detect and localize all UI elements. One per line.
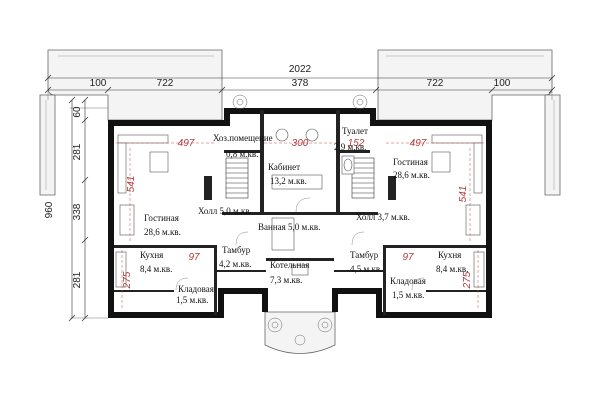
room-vestibule-right-area: 4,5 м.кв. (350, 264, 382, 274)
bathroom-fixtures (271, 155, 355, 251)
dim-right-end: 100 (494, 78, 511, 89)
dim-left-living-width: 497 (178, 138, 195, 149)
room-vestibule-left-area: 4,2 м.кв. (219, 259, 251, 269)
inner-dimension-lines (116, 142, 484, 310)
room-vestibule-left: Тамбур (222, 245, 251, 255)
room-pantry-left: Кладовая (178, 284, 214, 294)
dimension-ticks (44, 74, 556, 322)
dim-left-living-depth: 541 (126, 176, 137, 193)
dim-v-60: 60 (72, 106, 83, 118)
dim-center-width: 300 (292, 138, 309, 149)
room-living-right-area: 28,6 м.кв. (393, 170, 430, 180)
room-living-left-area: 28,6 м.кв. (144, 227, 181, 237)
dim-left-vestibule-width: 97 (188, 252, 200, 263)
dim-left-kitchen-depth: 275 (122, 271, 133, 289)
room-vestibule-right: Тамбур (350, 250, 379, 260)
terraces (39, 49, 561, 354)
dim-v-281-top: 281 (72, 143, 83, 160)
room-toilet: Туалет (342, 126, 368, 136)
room-office: Кабинет (268, 162, 300, 172)
dim-v-281-bottom: 281 (72, 271, 83, 288)
door-swings (175, 197, 425, 291)
dim-total-height: 960 (44, 201, 55, 218)
extension-lines (47, 70, 553, 319)
room-boiler-area: 7,3 м.кв. (270, 275, 302, 285)
room-kitchen-left: Кухня (140, 250, 163, 260)
dim-right-kitchen-depth: 275 (462, 271, 473, 289)
room-living-right: Гостиная (393, 157, 428, 167)
room-hall-right: Холл 3,7 м.кв. (356, 212, 410, 222)
dim-center-right-width: 152 (348, 138, 365, 149)
room-pantry-left-area: 1,5 м.кв. (176, 295, 208, 305)
dim-right-wing: 722 (427, 78, 444, 89)
room-boiler: Котельная (270, 260, 309, 270)
room-kitchen-right: Кухня (438, 250, 461, 260)
interior-walls (114, 110, 486, 315)
dim-right-living-depth: 541 (458, 186, 469, 203)
room-toilet-area: 2,9 м.кв. (334, 142, 366, 152)
stairs (225, 157, 375, 199)
room-living-left: Гостиная (144, 213, 179, 223)
room-utility: Хоз.помещение (213, 133, 273, 143)
room-hall-left: Холл 5,0 м.кв. (198, 206, 252, 216)
exterior-walls (108, 108, 492, 318)
dim-total-width: 2022 (289, 64, 312, 75)
room-pantry-right: Кладовая (390, 276, 426, 286)
room-office-area: 13,2 м.кв. (270, 176, 307, 186)
room-utility-area: 0,8 м.кв. (226, 149, 258, 159)
room-kitchen-right-area: 8,4 м.кв. (436, 264, 468, 274)
dim-left-end: 100 (90, 78, 107, 89)
dim-left-wing: 722 (157, 78, 174, 89)
dim-right-vestibule-width: 97 (402, 252, 414, 263)
terrace-railing-lines (45, 55, 555, 190)
dim-v-338: 338 (72, 203, 83, 220)
dim-right-living-width: 497 (410, 138, 427, 149)
plants (232, 94, 368, 346)
dim-center: 378 (292, 78, 309, 89)
room-bathroom: Ванная 5,0 м.кв. (258, 222, 320, 232)
room-kitchen-left-area: 8,4 м.кв. (140, 264, 172, 274)
dimension-lines (48, 77, 552, 318)
room-pantry-right-area: 1,5 м.кв. (392, 290, 424, 300)
